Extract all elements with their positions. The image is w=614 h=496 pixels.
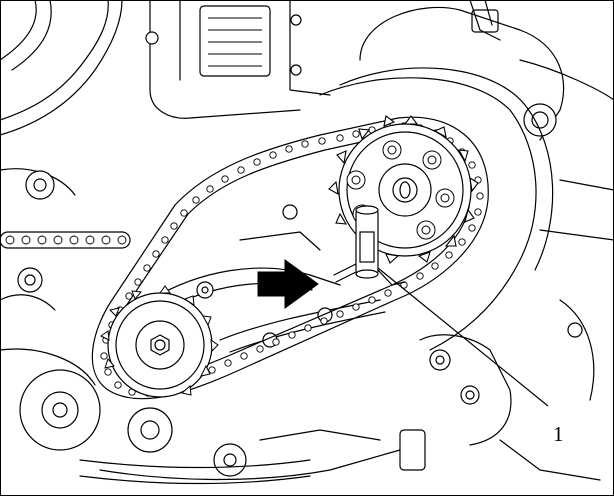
locking-pin-tool [333, 205, 406, 286]
callout-leader-line [377, 267, 549, 407]
camshaft-sprocket [328, 115, 479, 264]
crankshaft-sprocket [100, 285, 219, 398]
engine-block-background [0, 0, 614, 485]
direction-arrow-icon [257, 259, 319, 309]
lower-bottom-chain [79, 459, 311, 485]
lower-left-chain [0, 231, 131, 249]
callout-label-1: 1 [553, 422, 564, 446]
